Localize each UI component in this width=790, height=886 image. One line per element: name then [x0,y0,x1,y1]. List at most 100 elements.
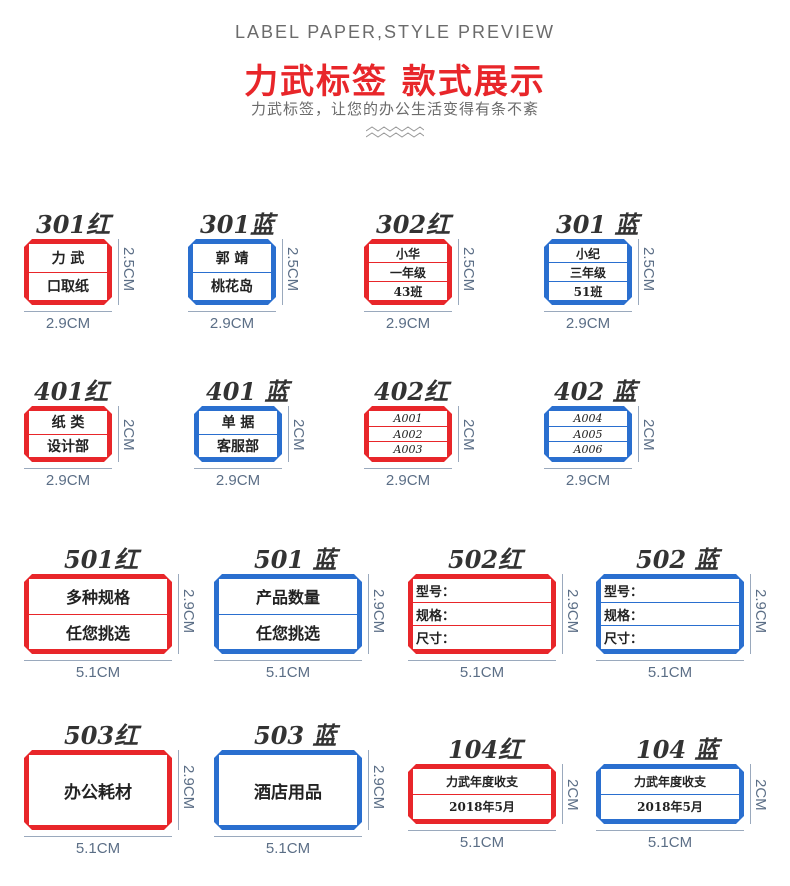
header-title-en: LABEL PAPER,STYLE PREVIEW [234,22,556,42]
label-title: 502红 [448,545,523,574]
height-dimension-label: 2.5CM [120,247,137,292]
label-line: 小纪 [549,244,627,263]
label-line: A006 [573,443,603,457]
label-sticker: 力 武口取纸 [24,239,112,305]
height-dimension-label: 2.9CM [564,589,581,634]
label-line: 桃花岛 [211,279,253,296]
label-sticker: 小华一年级 43班 [364,239,452,305]
label-sticker: 办公耗材 [24,750,172,830]
width-dimension-label: 5.1CM [265,664,311,681]
height-dimension-line [458,406,459,462]
label-sticker: 纸 类设计部 [24,406,112,462]
label-line: A002 [369,427,447,443]
label-line: 单 据 [199,411,277,435]
height-dimension-line [368,574,369,654]
height-dimension-label: 2.9CM [370,589,387,634]
height-dimension-line [562,574,563,654]
height-dimension-label: 2.9CM [752,589,769,634]
label-line: A003 [393,443,423,457]
label-line: 2018年5月 [449,800,515,815]
label-title: 501 蓝 [254,545,337,574]
label-line: 办公耗材 [64,782,132,803]
width-dimension-line [24,836,172,837]
label-title: 503红 [64,721,139,750]
height-dimension-line [118,239,119,305]
label-line: 型号： [601,579,739,603]
height-dimension-label: 2CM [752,779,769,811]
width-dimension-label: 2.9CM [45,472,91,489]
zigzag-divider-icon [366,126,424,138]
label-line: 型号： [413,579,551,603]
label-title: 301蓝 [200,210,275,239]
label-sticker: 产品数量任您挑选 [214,574,362,654]
label-line: 任您挑选 [65,623,130,643]
label-title: 301 蓝 [556,210,639,239]
label-line: 纸 类 [29,411,107,435]
width-dimension-line [188,311,276,312]
label-line: 多种规格 [29,579,167,615]
width-dimension-label: 5.1CM [647,664,693,681]
label-line: 设计部 [47,438,89,455]
label-line: 规格： [601,603,739,627]
height-dimension-label: 2.5CM [640,247,657,292]
label-sticker: 型号：规格：尺寸： [408,574,556,654]
width-dimension-label: 5.1CM [459,834,505,851]
height-dimension-line [638,406,639,462]
label-line: 规格： [413,603,551,627]
label-title: 401 蓝 [206,377,289,406]
height-dimension-label: 2CM [564,779,581,811]
width-dimension-line [24,660,172,661]
width-dimension-label: 5.1CM [265,840,311,857]
label-title: 402 蓝 [554,377,637,406]
height-dimension-line [638,239,639,305]
height-dimension-label: 2.5CM [460,247,477,292]
label-line: A005 [549,427,627,443]
width-dimension-line [194,468,282,469]
height-dimension-line [282,239,283,305]
height-dimension-line [458,239,459,305]
header-title-cn: 力武标签 款式展示 [244,62,546,102]
width-dimension-line [408,660,556,661]
label-title: 104 蓝 [636,735,719,764]
label-title: 501红 [64,545,139,574]
width-dimension-label: 5.1CM [459,664,505,681]
label-line: 酒店用品 [254,782,322,803]
label-title: 301红 [36,210,111,239]
label-line: 一年级 [369,263,447,282]
height-dimension-line [750,574,751,654]
height-dimension-line [562,764,563,824]
label-line: 小华 [369,244,447,263]
label-line: 尺寸： [604,632,644,648]
height-dimension-line [288,406,289,462]
label-line: 客服部 [217,438,259,455]
label-line: 43班 [393,284,423,299]
width-dimension-line [544,468,632,469]
width-dimension-line [364,468,452,469]
width-dimension-line [364,311,452,312]
width-dimension-label: 2.9CM [209,315,255,332]
width-dimension-line [408,830,556,831]
height-dimension-label: 2CM [120,419,137,451]
height-dimension-label: 2.9CM [180,765,197,810]
label-sticker: 型号：规格： 尺寸： [596,574,744,654]
label-title: 503 蓝 [254,721,337,750]
width-dimension-line [544,311,632,312]
header-subtitle: 力武标签，让您的办公生活变得有条不紊 [250,100,539,118]
height-dimension-label: 2.5CM [284,247,301,292]
height-dimension-line [178,750,179,830]
height-dimension-line [178,574,179,654]
label-line: 力 武 [29,244,107,273]
label-line: 力武年度收支 [413,769,551,795]
width-dimension-label: 2.9CM [215,472,261,489]
label-line: 力武年度收支 [601,769,739,795]
width-dimension-label: 2.9CM [385,315,431,332]
label-title: 302红 [376,210,451,239]
width-dimension-line [596,660,744,661]
width-dimension-line [596,830,744,831]
label-title: 502 蓝 [636,545,719,574]
height-dimension-line [118,406,119,462]
